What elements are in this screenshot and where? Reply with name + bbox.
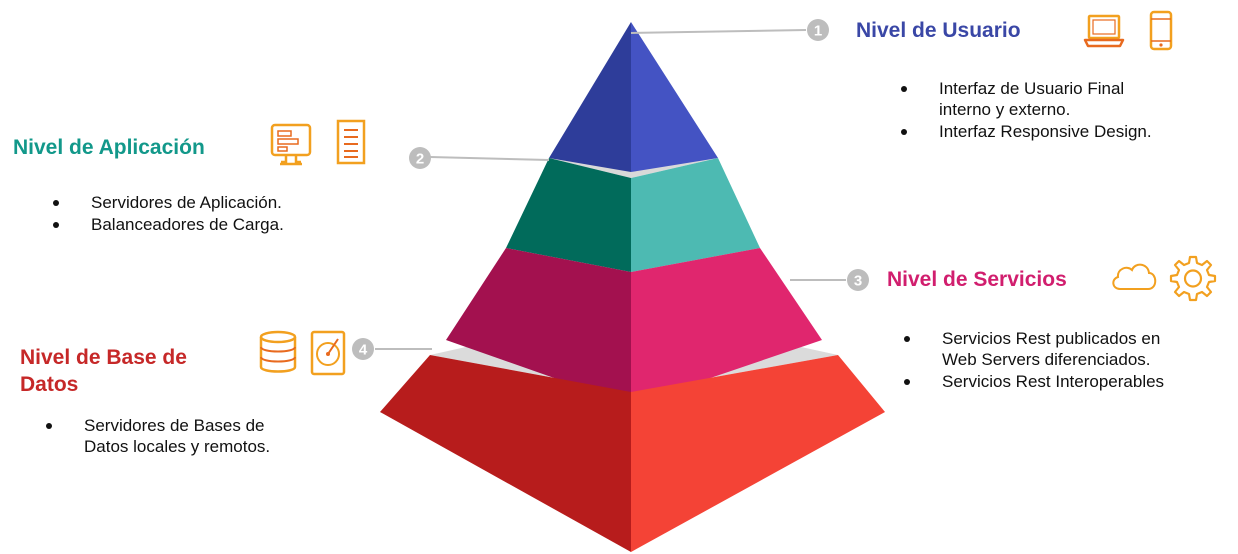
level-badge-4: 4: [352, 338, 374, 360]
pyramid-tier-1: [549, 22, 718, 172]
level-title-aplicacion: Nivel de Aplicación: [13, 136, 205, 159]
level-title-usuario: Nivel de Usuario: [856, 19, 1021, 42]
level-bullets-aplicacion: Servidores de Aplicación. Balanceadores …: [45, 192, 365, 236]
laptop-icon: [1083, 14, 1125, 48]
cloud-icon: [1112, 263, 1157, 290]
level-title-servicios: Nivel de Servicios: [887, 268, 1067, 291]
level-bullets-base-de-datos: Servidores de Bases de Datos locales y r…: [38, 415, 338, 458]
database-icon: [259, 330, 297, 373]
hard-drive-icon: [310, 330, 346, 376]
connector-line-2: [429, 156, 550, 161]
svg-text:1: 1: [814, 23, 822, 40]
svg-text:2: 2: [416, 151, 424, 168]
connector-line-1: [630, 29, 807, 34]
bullet-item: Servidores de Bases de Datos locales y r…: [38, 415, 309, 457]
level-badge-3: 3: [847, 269, 869, 291]
gear-icon: [1169, 255, 1217, 302]
level-bullets-usuario: Interfaz de Usuario Final interno y exte…: [893, 78, 1213, 143]
bullet-item: Servicios Rest publicados en Web Servers…: [896, 328, 1187, 370]
pyramid-tier-3: [446, 248, 822, 405]
svg-text:3: 3: [854, 273, 862, 290]
pyramid-tier-2: [506, 158, 760, 272]
server-document-icon: [336, 119, 366, 165]
bullet-item: Interfaz de Usuario Final interno y exte…: [893, 78, 1169, 120]
bullet-item: Servicios Rest Interoperables: [896, 371, 1231, 392]
level-bullets-servicios: Servicios Rest publicados en Web Servers…: [896, 328, 1231, 393]
pyramid-tier-4: [380, 355, 885, 552]
level-title-base-de-datos: Nivel de Base de Datos: [20, 346, 187, 396]
level-badge-1: 1: [807, 19, 829, 41]
desktop-app-icon: [270, 123, 312, 166]
smartphone-icon: [1149, 10, 1173, 51]
bullet-item: Balanceadores de Carga.: [45, 214, 365, 235]
bullet-item: Servidores de Aplicación.: [45, 192, 365, 213]
level-badge-2: 2: [409, 147, 431, 169]
svg-text:4: 4: [359, 342, 368, 359]
bullet-item: Interfaz Responsive Design.: [893, 121, 1213, 142]
